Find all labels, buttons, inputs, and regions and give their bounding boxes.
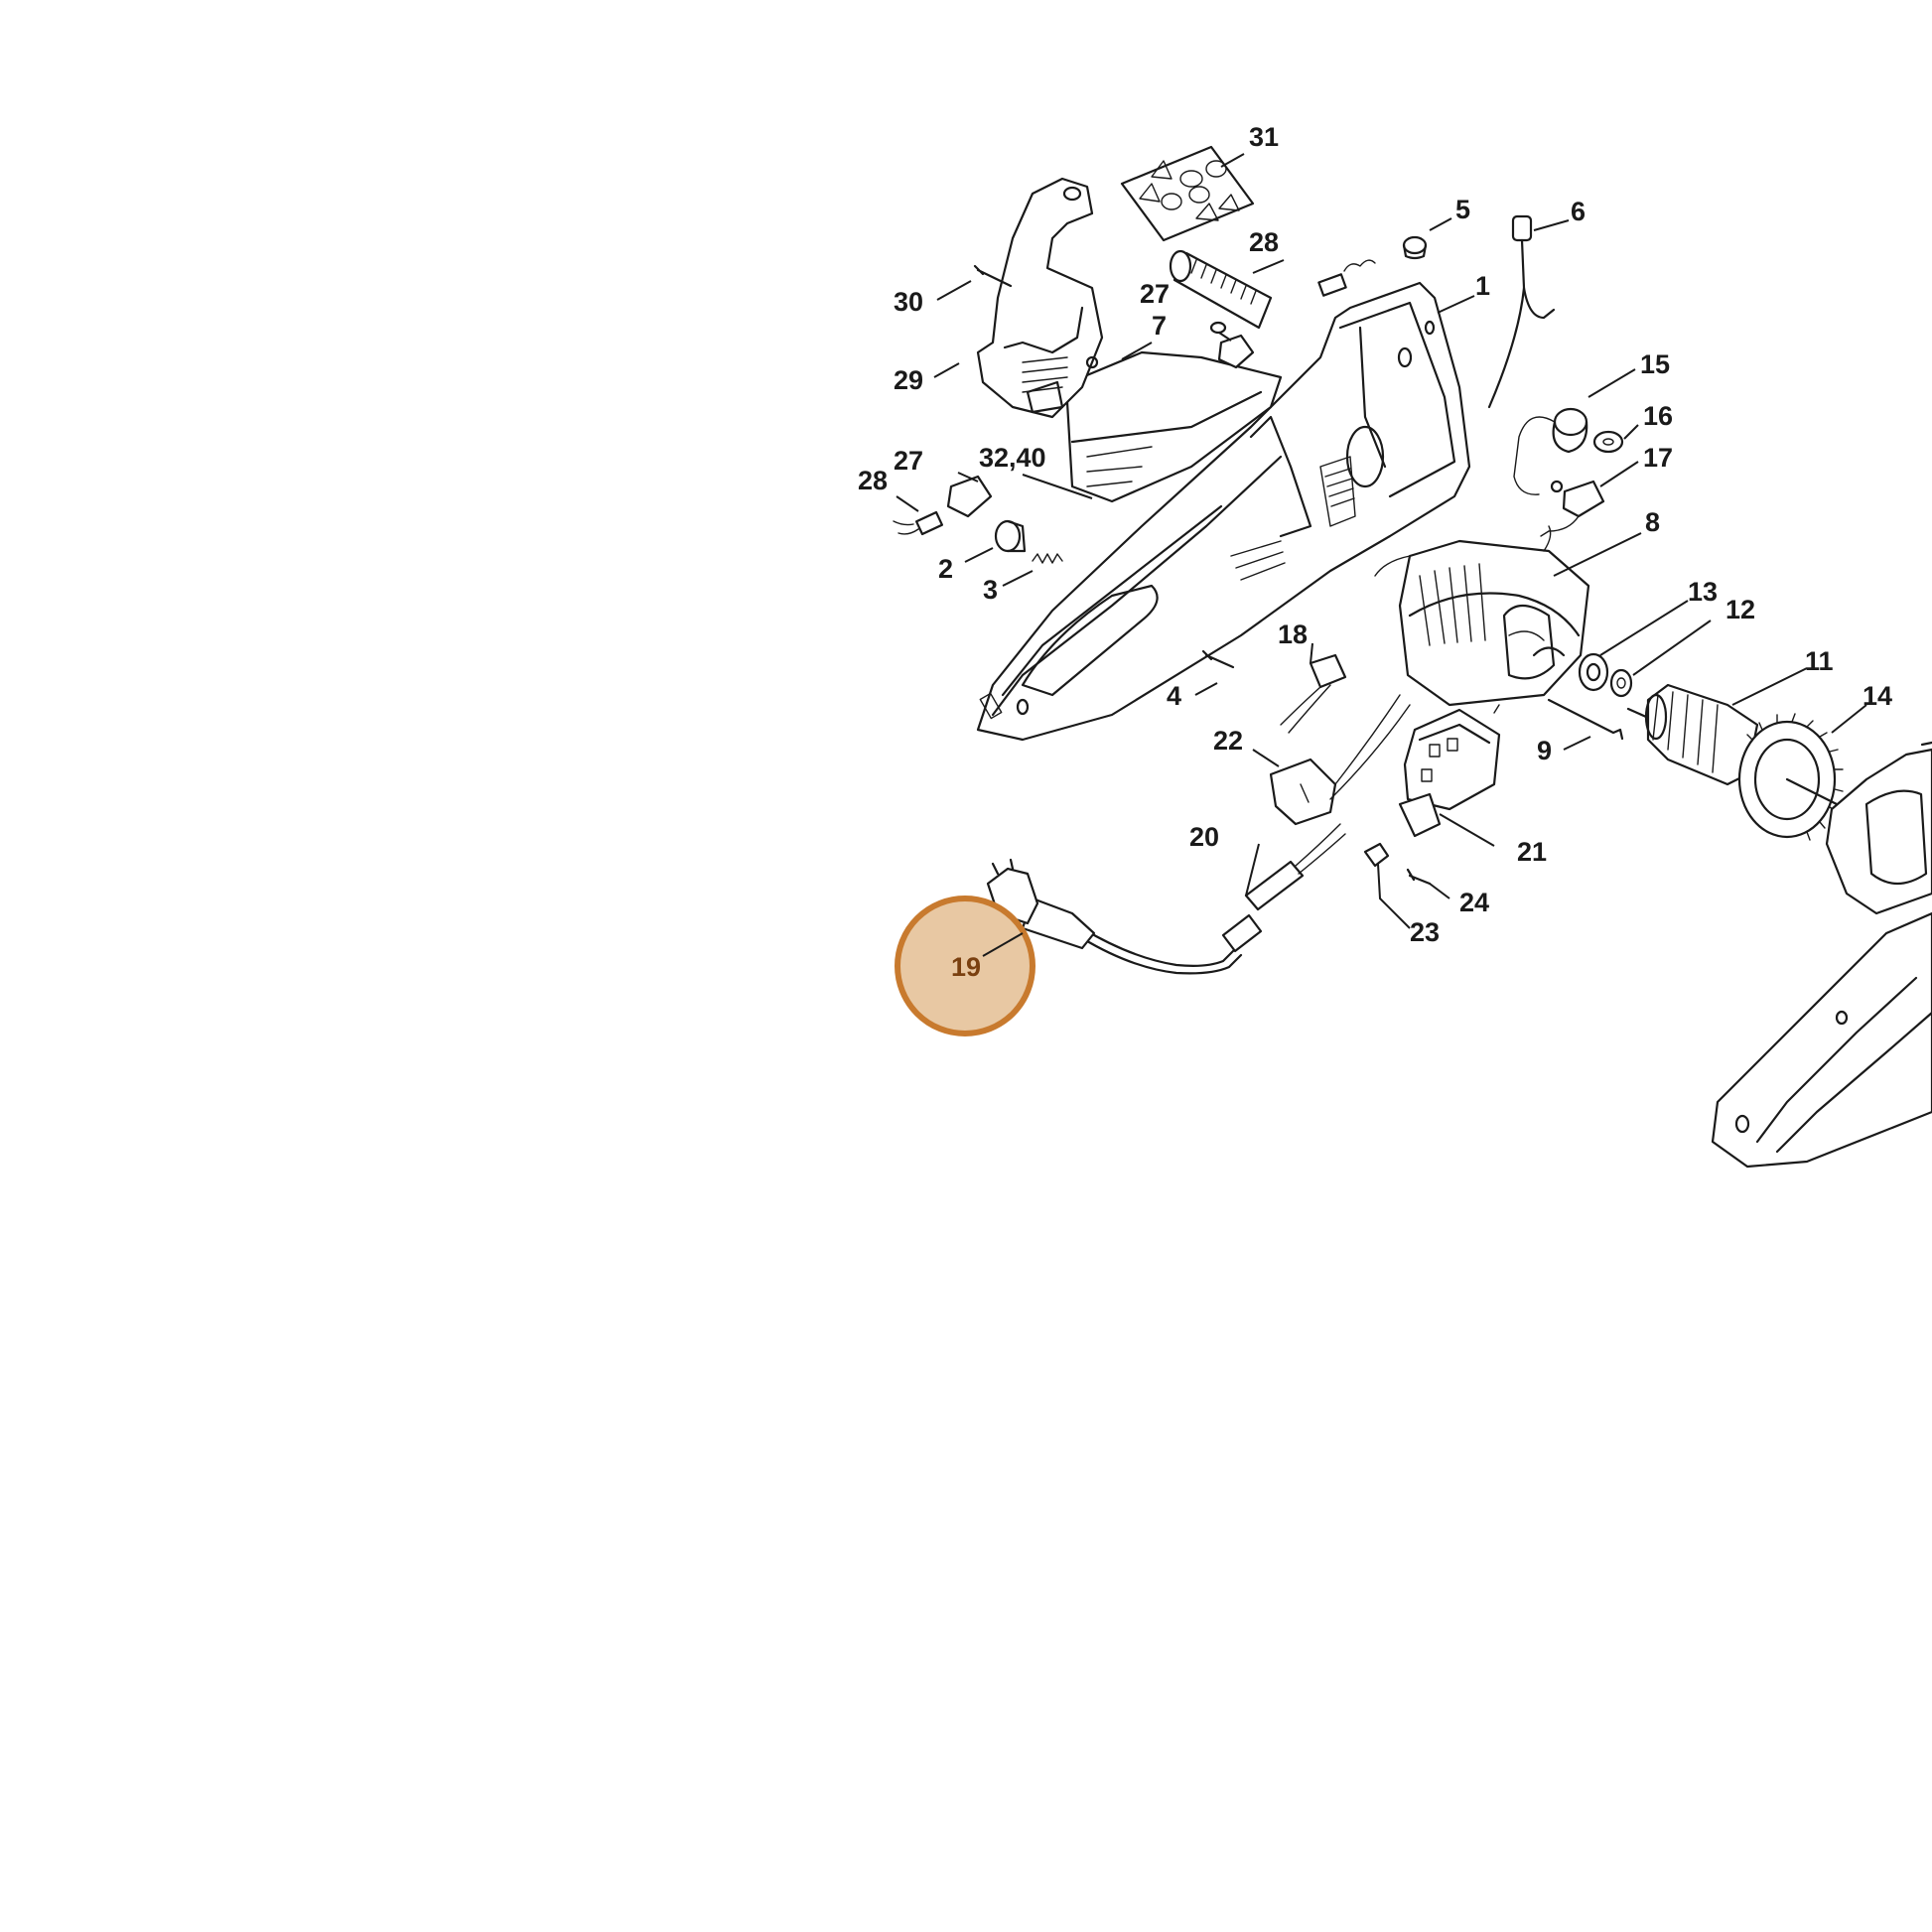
gear-part-14[interactable]: [1737, 713, 1854, 841]
label-20[interactable]: 20: [1189, 822, 1219, 852]
screw-part-4[interactable]: [1201, 649, 1235, 669]
housing-part-1[interactable]: [976, 281, 1471, 742]
bracket-part-17[interactable]: [1540, 480, 1605, 537]
label-4[interactable]: 4: [1167, 681, 1181, 711]
brush-holder-part-27-top[interactable]: [1209, 321, 1255, 369]
highlight-leader: [982, 932, 1024, 957]
spring-part-3[interactable]: [1032, 553, 1063, 564]
top-grip: [1169, 249, 1273, 330]
bearing-part-13[interactable]: [1578, 652, 1609, 692]
label-13[interactable]: 13: [1688, 577, 1718, 607]
washer-part-12[interactable]: [1609, 668, 1633, 698]
label-15[interactable]: 15: [1640, 349, 1670, 379]
handle-cover-part-29[interactable]: [976, 177, 1104, 419]
switch-part-15[interactable]: [1513, 407, 1588, 495]
wire-b: [1543, 525, 1552, 552]
part-labels: 31 5 6 28 1 27 7 30 29 15 16 17 27 28 32…: [858, 122, 1892, 947]
label-19[interactable]: 19: [951, 952, 981, 982]
label-27-top[interactable]: 27: [1140, 279, 1170, 309]
highlighted-part-callout[interactable]: 19: [895, 896, 1035, 1036]
leader-lines: [896, 153, 1867, 929]
label-12[interactable]: 12: [1725, 595, 1755, 624]
washer-part-16[interactable]: [1592, 430, 1624, 454]
label-27-left[interactable]: 27: [894, 446, 923, 476]
cap-part-5[interactable]: [1402, 235, 1428, 260]
label-23[interactable]: 23: [1410, 917, 1440, 947]
label-14[interactable]: 14: [1863, 681, 1892, 711]
terminal-part-18[interactable]: [1280, 653, 1347, 734]
label-8[interactable]: 8: [1645, 507, 1660, 537]
label-32-40[interactable]: 32,40: [979, 443, 1046, 473]
brush-holder-part-27-left[interactable]: [946, 475, 993, 518]
motor-housing: [1065, 350, 1283, 503]
warning-label-part-31[interactable]: [1120, 145, 1255, 242]
screw-part-30[interactable]: [973, 264, 1013, 288]
cable-sleeve-part-20[interactable]: [1244, 823, 1346, 911]
cable-part-6[interactable]: [1487, 214, 1556, 409]
screw-part-9[interactable]: [1547, 698, 1624, 741]
cap-part-2[interactable]: [994, 519, 1027, 553]
label-21[interactable]: 21: [1517, 837, 1547, 867]
label-17[interactable]: 17: [1643, 443, 1673, 473]
clamp-part-23[interactable]: [1363, 842, 1390, 868]
switch-part-21[interactable]: [1398, 708, 1501, 838]
label-28-left[interactable]: 28: [858, 466, 888, 495]
label-1[interactable]: 1: [1475, 271, 1490, 301]
label-11[interactable]: 11: [1805, 646, 1834, 676]
brush-part-28-top[interactable]: [1317, 259, 1376, 297]
label-5[interactable]: 5: [1455, 195, 1470, 224]
label-22[interactable]: 22: [1213, 726, 1243, 756]
label-3[interactable]: 3: [983, 575, 998, 605]
label-28-top[interactable]: 28: [1249, 227, 1279, 257]
label-31[interactable]: 31: [1249, 122, 1279, 152]
label-24[interactable]: 24: [1459, 888, 1489, 917]
pin-detail: [1085, 355, 1099, 369]
label-30[interactable]: 30: [894, 287, 923, 317]
label-18[interactable]: 18: [1278, 620, 1308, 649]
armature-part-11[interactable]: [1626, 683, 1759, 786]
label-16[interactable]: 16: [1643, 401, 1673, 431]
label-7[interactable]: 7: [1152, 311, 1167, 341]
highlight-circle[interactable]: [895, 896, 1035, 1036]
wire-c: [1493, 704, 1500, 714]
label-2[interactable]: 2: [938, 554, 953, 584]
wire-a: [1374, 555, 1411, 577]
label-29[interactable]: 29: [894, 365, 923, 395]
label-6[interactable]: 6: [1571, 197, 1586, 226]
brush-part-28-left[interactable]: [893, 510, 944, 536]
label-9[interactable]: 9: [1537, 736, 1552, 765]
stator-part-8[interactable]: [1398, 539, 1590, 707]
screw-part-24[interactable]: [1406, 868, 1432, 886]
connector-part-22[interactable]: [1269, 694, 1411, 826]
gear-housing-right: [1711, 741, 1932, 1169]
